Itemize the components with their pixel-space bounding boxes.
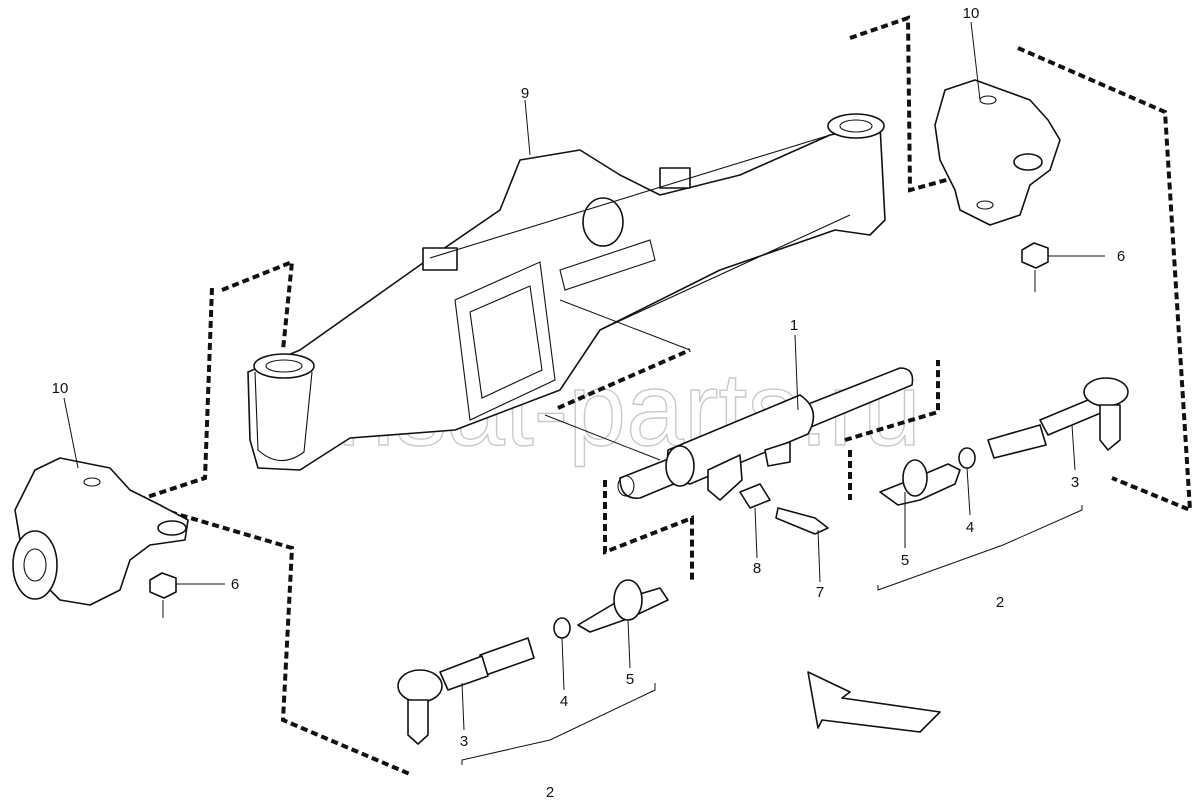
arrow-icon <box>807 671 941 733</box>
knuckle-right-bore-bottom <box>976 200 994 210</box>
bolt <box>775 507 829 535</box>
leader-10-right <box>970 21 981 101</box>
leader-3-left <box>461 682 465 731</box>
knuckle-left-bore <box>83 477 101 487</box>
tie-rod-right <box>879 377 1129 506</box>
knuckle-right-body <box>934 79 1061 226</box>
callout-3-left: 3 <box>460 733 468 750</box>
washer-right <box>958 447 976 469</box>
right-pivot-bore <box>839 119 873 133</box>
knuckle-left-hub-flange <box>12 530 58 600</box>
tie-rod-left-tube <box>479 637 535 676</box>
steering-knuckle-right <box>934 79 1061 226</box>
cylinder-center-lug <box>764 441 791 467</box>
tie-rod-left-end-shaft <box>439 655 489 691</box>
callout-6-left: 6 <box>231 576 239 593</box>
callout-5-left: 5 <box>626 671 634 688</box>
bracket-right-tie-rod <box>877 505 1083 591</box>
cylinder-end-cap <box>665 445 695 487</box>
tie-rod-left <box>397 579 669 745</box>
leader-9 <box>524 99 531 156</box>
callout-2-right: 2 <box>996 594 1004 611</box>
bracket-left-tie-rod <box>461 683 656 765</box>
leader-1 <box>794 334 799 411</box>
beam-upper-edge <box>429 134 831 259</box>
nut-left-body <box>149 572 177 599</box>
center-pivot-bore <box>582 197 624 247</box>
callout-1: 1 <box>790 317 798 334</box>
dashed-line-cylinder-top <box>557 348 691 410</box>
tie-rod-right-end-eye <box>1083 377 1129 407</box>
dashed-line-left-knuckle <box>137 287 214 502</box>
dashed-line-right-tie-rod <box>1017 46 1193 514</box>
dashed-line-left-pivot <box>221 258 295 351</box>
dashed-line-left-tie-rod <box>169 510 413 777</box>
cylinder-mount-lug <box>707 454 743 501</box>
callout-10-left: 10 <box>52 380 69 397</box>
callout-4-left: 4 <box>560 693 568 710</box>
callout-8: 8 <box>753 560 761 577</box>
leader-7 <box>817 529 821 583</box>
callout-3-right: 3 <box>1071 474 1079 491</box>
callout-4-right: 4 <box>966 519 974 536</box>
assembly-brackets <box>461 505 1083 765</box>
beam-lower-edge <box>599 214 851 331</box>
callouts: 9 10 10 6 6 1 3 4 5 8 7 2 4 5 3 2 <box>52 5 1126 801</box>
bushing <box>739 483 771 509</box>
leader-cylinder <box>544 414 661 461</box>
callout-10-right: 10 <box>963 5 980 22</box>
direction-arrow-shape <box>807 671 941 733</box>
steering-knuckle-left <box>12 457 189 606</box>
bump-stop-right <box>659 167 691 189</box>
nut-left <box>149 572 177 618</box>
gearbox-flange-inner <box>469 285 543 399</box>
leader-3-right <box>1071 424 1076 471</box>
dashed-line-cylinder-left <box>603 480 694 580</box>
left-pivot-top <box>253 353 315 379</box>
knuckle-left-arm-eye <box>157 520 187 536</box>
nut-right <box>1021 242 1049 292</box>
leader-4-right <box>966 467 971 516</box>
cylinder-rod-end <box>617 475 635 497</box>
leader-10-left <box>63 397 79 469</box>
nut-right-body <box>1021 242 1049 269</box>
tie-rod-right-tube <box>987 424 1047 459</box>
leader-lines <box>63 21 1105 731</box>
cylinder-mount-bracket <box>559 239 656 291</box>
bolt-body <box>775 507 829 535</box>
steering-cylinder <box>617 367 914 501</box>
left-pivot-housing <box>254 371 313 462</box>
leader-8 <box>754 507 758 559</box>
knuckle-left-hub-center <box>23 548 47 582</box>
ball-joint-right-socket <box>902 459 928 497</box>
tie-rod-left-ball-stud <box>407 699 429 745</box>
gearbox-flange <box>454 261 556 421</box>
leader-4-left <box>561 637 565 691</box>
callout-7: 7 <box>816 584 824 601</box>
left-pivot-bore <box>265 359 303 373</box>
dashed-line-right-knuckle-top <box>849 15 969 193</box>
assembly-dashed-lines <box>137 15 1193 777</box>
right-pivot-top <box>827 113 885 139</box>
callout-5-right: 5 <box>901 552 909 569</box>
tie-rod-left-end-eye <box>397 669 443 703</box>
tie-rod-right-ball-stud <box>1099 404 1121 451</box>
ball-joint-left-socket <box>613 579 643 621</box>
callout-6-right: 6 <box>1117 248 1125 265</box>
callout-2-left: 2 <box>546 784 554 801</box>
callout-9: 9 <box>521 85 529 102</box>
axle-beam-body <box>247 124 886 471</box>
axle-beam <box>247 113 886 471</box>
leader-5-left <box>627 619 631 669</box>
bushing-body <box>739 483 771 509</box>
leader-beam-bolt <box>559 299 691 351</box>
bump-stop-left <box>422 247 458 271</box>
knuckle-right-arm-eye <box>1013 153 1043 171</box>
washer-left <box>553 617 571 639</box>
